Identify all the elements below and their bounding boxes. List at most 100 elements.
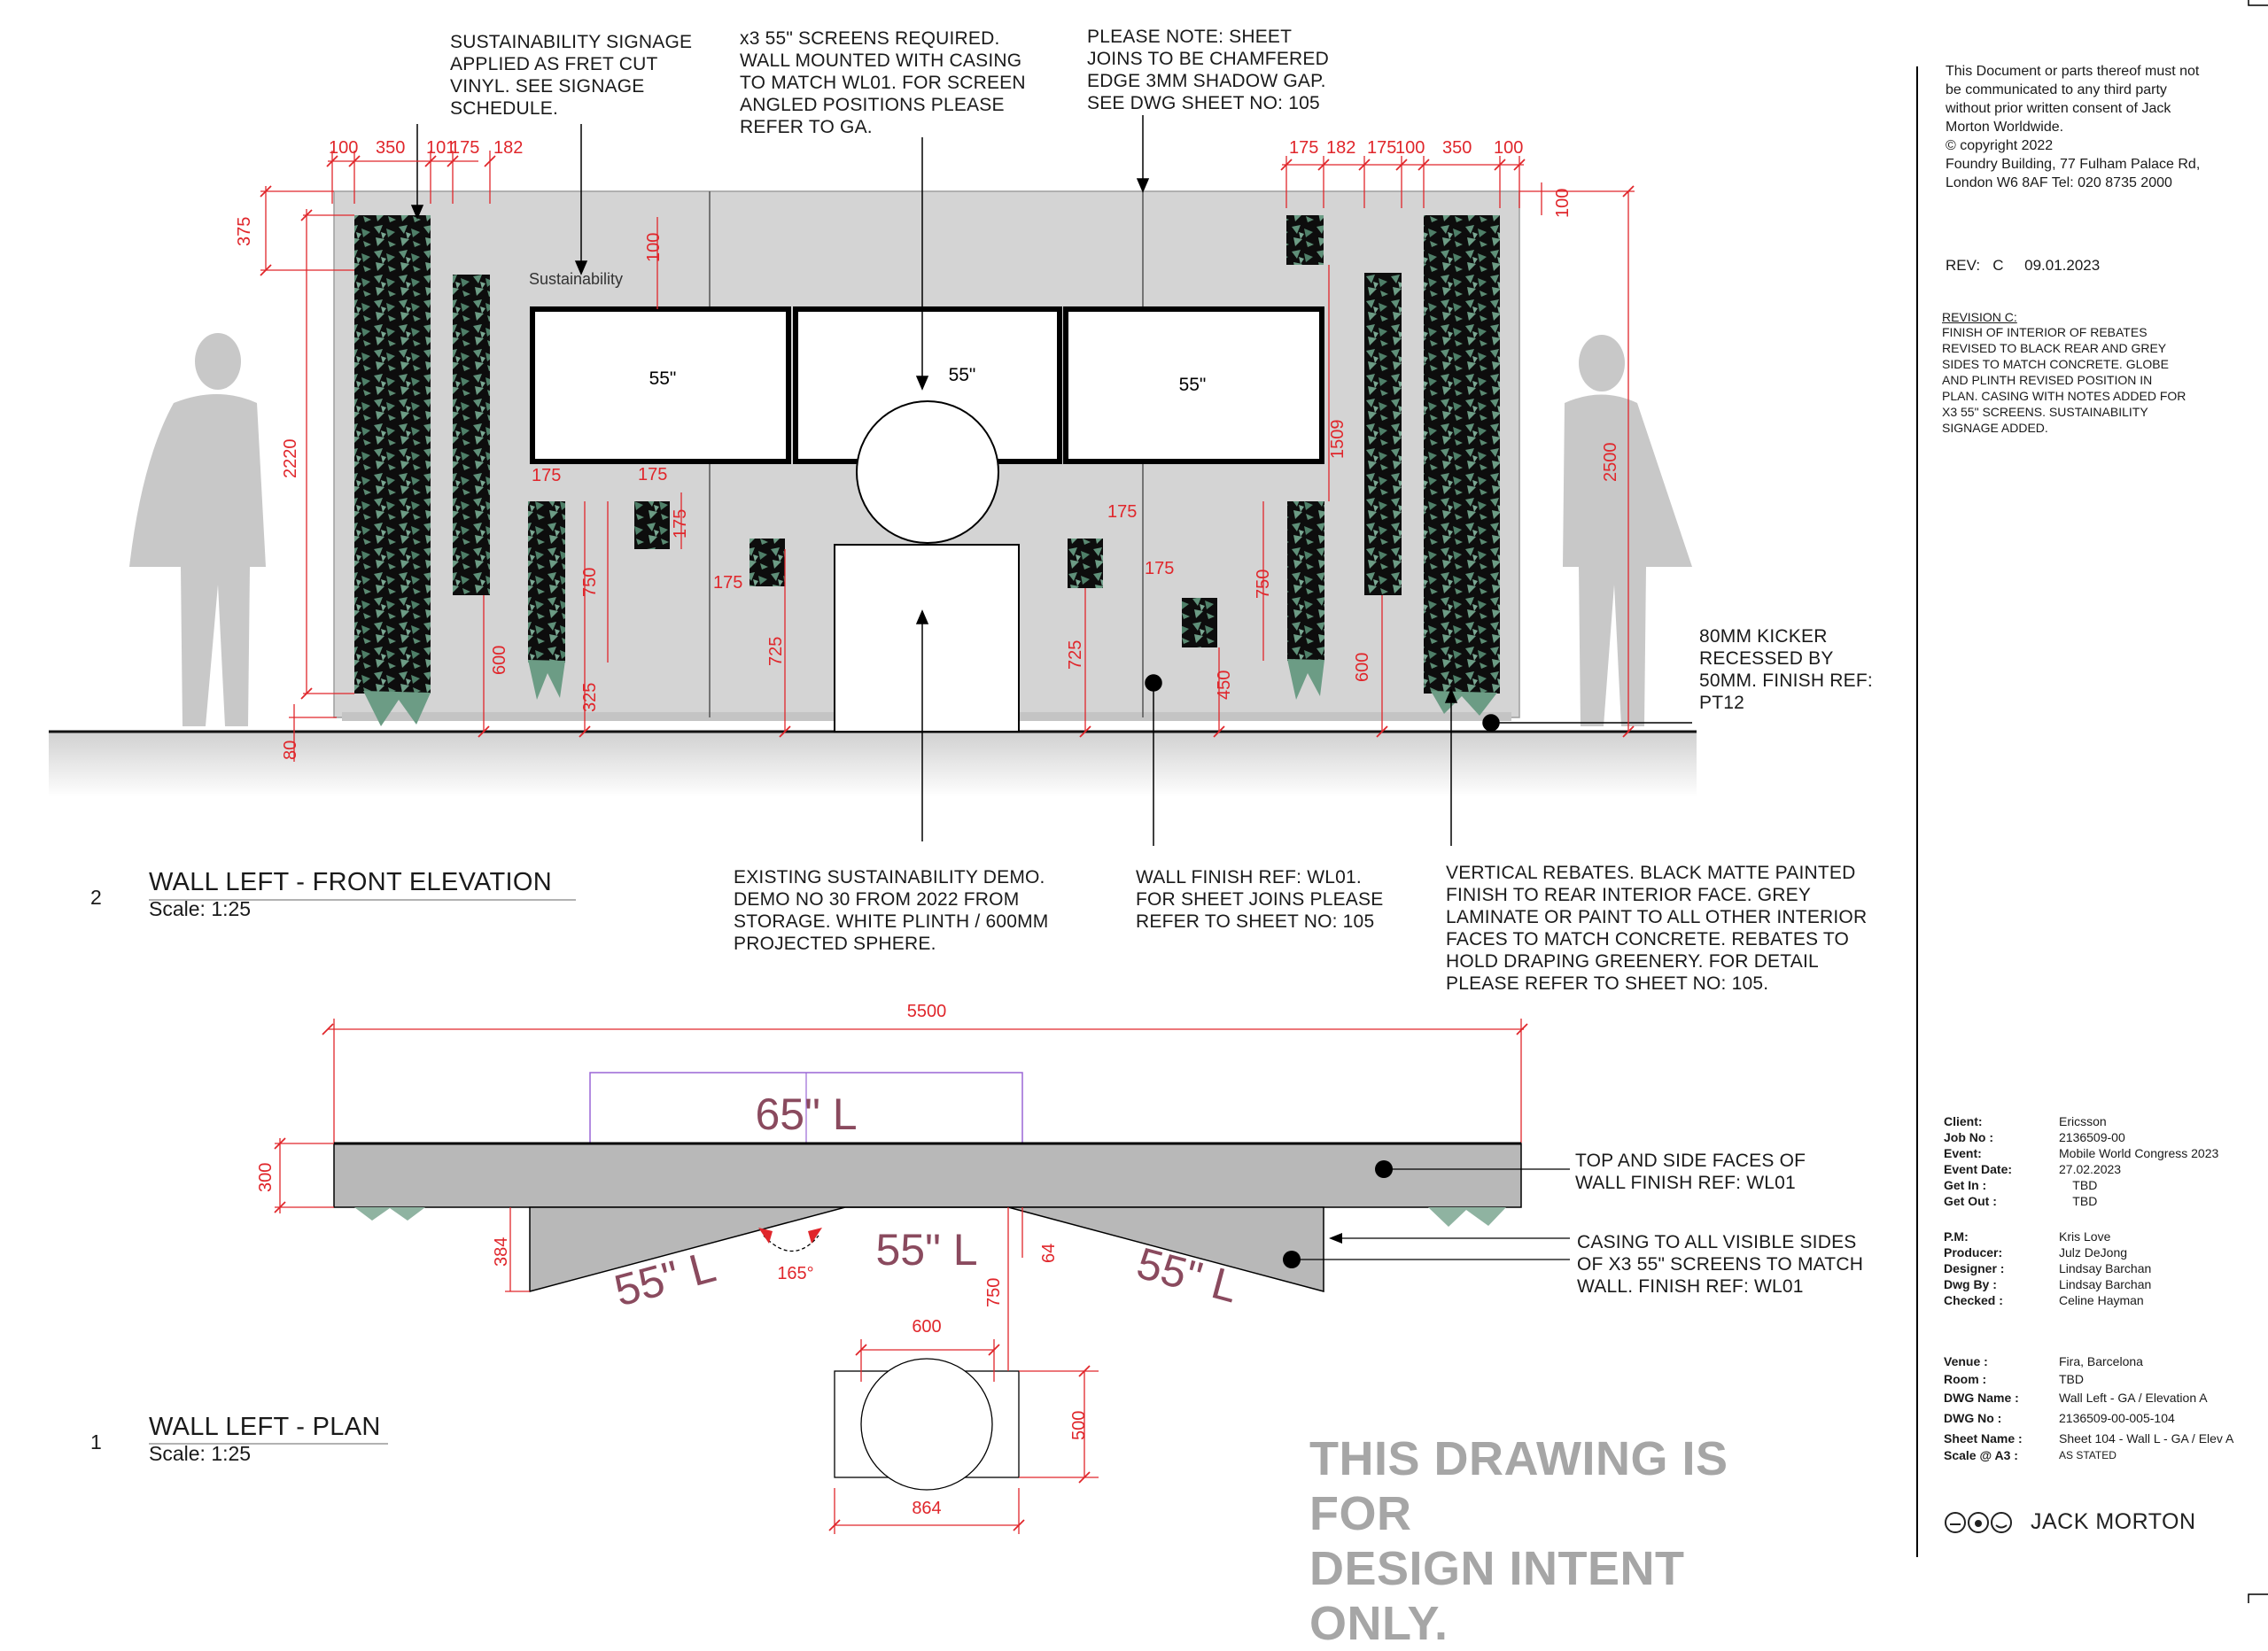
tb-client: Client:Ericsson [1944, 1114, 2107, 1128]
dim-175-a: 175 [532, 466, 561, 485]
title-block-info: Client:Ericsson Job No :2136509-00 Event… [1944, 1113, 2254, 1220]
tb-dwg-by: Dwg By :Lindsay Barchan [1944, 1277, 2152, 1291]
dim-2220: 2220 [281, 439, 300, 479]
dim-384: 384 [492, 1237, 511, 1267]
trailing-greenery [1431, 691, 1497, 716]
dim-600-plan: 600 [912, 1317, 941, 1337]
tb-dwg-name: DWG Name :Wall Left - GA / Elevation A [1944, 1391, 2208, 1405]
sustainability-sign: Sustainability [529, 270, 623, 288]
dim-175-f: 175 [1145, 559, 1174, 578]
tb-producer: Producer:Julz DeJong [1944, 1245, 2128, 1260]
tb-pm: P.M:Kris Love [1944, 1229, 2111, 1244]
trailing-greenery [363, 691, 431, 726]
sheet-corner-bottom [2248, 1593, 2268, 1603]
dim-top-right-4: 100 [1395, 138, 1425, 158]
dim-100-right: 100 [1553, 189, 1573, 218]
dim-500-plan: 500 [1069, 1411, 1089, 1440]
tb-get-out: Get Out : TBD [1944, 1194, 2098, 1208]
screen-label-right: 55" [1179, 375, 1207, 395]
elevation-dimension-labels: 100 350 101 175 182 175 182 175 100 350 … [235, 138, 1620, 760]
rebate-greenery [1286, 215, 1324, 265]
dim-top-left-1: 100 [329, 138, 358, 158]
dim-325: 325 [580, 683, 600, 712]
rebate-greenery [634, 501, 670, 549]
note-casing: CASING TO ALL VISIBLE SIDES OF X3 55" SC… [1577, 1232, 1864, 1297]
dimension-ticks [260, 155, 1635, 738]
dim-750-plan: 750 [984, 1278, 1004, 1307]
tb-dwg-no: DWG No :2136509-00-005-104 [1944, 1411, 2175, 1425]
trailing-greenery [528, 660, 565, 700]
elevation-title-block: 2 WALL LEFT - FRONT ELEVATION Scale: 1:2… [90, 868, 552, 921]
elevation-scale: Scale: 1:25 [149, 897, 252, 920]
dim-300: 300 [256, 1163, 276, 1192]
dim-1509: 1509 [1328, 420, 1348, 460]
dim-top-right-2: 182 [1326, 138, 1355, 158]
demo-plinth [834, 544, 1020, 732]
dim-top-left-4: 175 [450, 138, 479, 158]
leader-lines [410, 115, 1692, 846]
tb-venue: Venue :Fira, Barcelona [1944, 1354, 2143, 1368]
sheet-corner-top [2248, 0, 2268, 6]
human-silhouette-left [129, 333, 266, 726]
rebate-greenery [1424, 215, 1500, 694]
rebate-greenery [453, 275, 490, 595]
revision-text: FINISH OF INTERIOR OF REBATES REVISED TO… [1942, 325, 2186, 435]
logo-icon [1945, 1512, 2012, 1533]
tb-event-date: Event Date:27.02.2023 [1944, 1162, 2122, 1176]
plan-number: 1 [90, 1430, 102, 1453]
dim-top-left-2: 350 [376, 138, 405, 158]
dim-600-right: 600 [1353, 653, 1372, 682]
note-kicker: 80MM KICKER RECESSED BY 50MM. FINISH REF… [1699, 626, 1873, 713]
plan-wall [333, 1143, 1522, 1208]
note-signage: SUSTAINABILITY SIGNAGE APPLIED AS FRET C… [450, 32, 693, 119]
dim-top-right-1: 175 [1289, 138, 1318, 158]
dim-top-left-3: 101 [426, 138, 455, 158]
rebate-greenery [528, 501, 565, 663]
dimension-lines [260, 151, 1635, 762]
dim-175-d: 175 [713, 573, 742, 593]
screen-label-65: 65" L [755, 1089, 857, 1139]
dim-725-right: 725 [1066, 640, 1085, 670]
drawing-canvas: 55" 55" 55" Sustainability [49, 0, 2268, 1603]
dim-175-c: 175 [671, 509, 690, 539]
plan-view [274, 1019, 1570, 1534]
dim-64: 64 [1039, 1244, 1059, 1263]
plan-title: WALL LEFT - PLAN [149, 1413, 381, 1441]
rebate-greenery [1287, 501, 1324, 661]
rebate-greenery [1182, 598, 1217, 647]
screen-label-left: 55" [649, 368, 677, 389]
note-top-side-faces: TOP AND SIDE FACES OF WALL FINISH REF: W… [1575, 1151, 1806, 1193]
copyright-notice: This Document or parts thereof must not … [1946, 64, 2201, 190]
tb-room: Room :TBD [1944, 1372, 2084, 1386]
revision-title: REVISION C: [1942, 310, 2017, 324]
floor-shadow [49, 732, 1697, 797]
plan-title-block: 1 WALL LEFT - PLAN Scale: 1:25 [90, 1413, 381, 1466]
elevation-number: 2 [90, 886, 102, 909]
dim-450: 450 [1215, 670, 1234, 700]
plan-scale: Scale: 1:25 [149, 1442, 252, 1465]
dim-top-right-5: 350 [1442, 138, 1472, 158]
note-demo: EXISTING SUSTAINABILITY DEMO. DEMO NO 30… [734, 867, 1049, 954]
design-intent-stamp: THIS DRAWING IS FOR DESIGN INTENT ONLY. [1309, 1432, 1728, 1650]
tb-event: Event:Mobile World Congress 2023 [1944, 1146, 2219, 1160]
dim-375: 375 [235, 217, 254, 246]
dim-top-right-6: 100 [1494, 138, 1523, 158]
note-sheet-joins: PLEASE NOTE: SHEET JOINS TO BE CHAMFERED… [1087, 27, 1329, 113]
plan-labels: 5500 300 384 64 750 600 500 864 165° 65"… [256, 1002, 1243, 1518]
note-rebates: VERTICAL REBATES. BLACK MATTE PAINTED FI… [1446, 863, 1868, 994]
tb-job-no: Job No :2136509-00 [1944, 1130, 2125, 1144]
revision-line: REV: C 09.01.2023 [1946, 257, 2101, 274]
rebate-greenery [750, 539, 785, 586]
tb-sheet-name: Sheet Name :Sheet 104 - Wall L - GA / El… [1944, 1431, 2234, 1446]
dim-100-sign: 100 [644, 233, 664, 262]
dim-725-left: 725 [766, 637, 786, 666]
tb-checked: Checked :Celine Hayman [1944, 1293, 2144, 1307]
dim-750-left: 750 [580, 568, 600, 597]
tb-get-in: Get In : TBD [1944, 1178, 2098, 1192]
human-silhouette-right [1563, 335, 1692, 726]
screen-left [530, 306, 791, 464]
dim-5500: 5500 [907, 1002, 947, 1021]
globe-plan [860, 1358, 993, 1491]
tb-scale: Scale @ A3 :AS STATED [1944, 1448, 2117, 1462]
angle-165: 165° [777, 1264, 813, 1283]
